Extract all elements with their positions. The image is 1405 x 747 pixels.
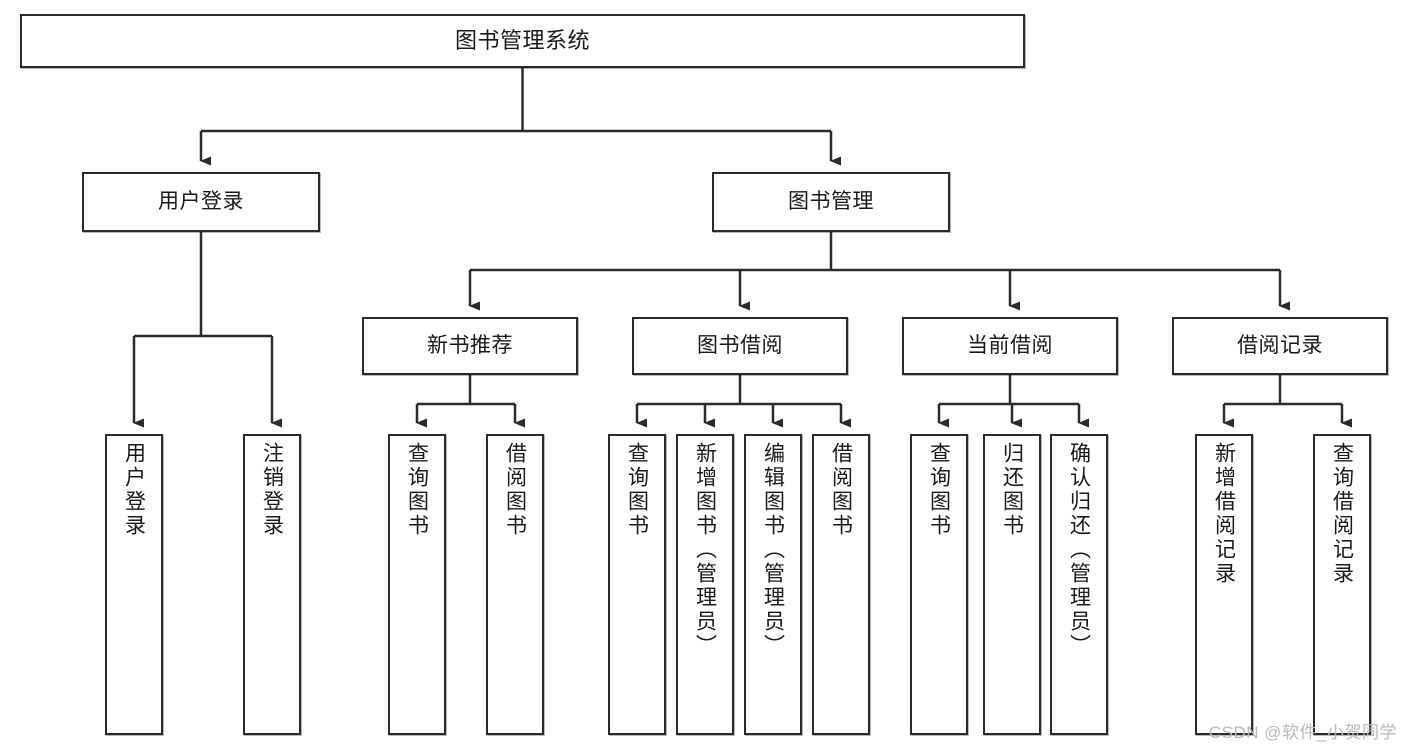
node-current-borrow[interactable]: 当前借阅 bbox=[902, 317, 1118, 375]
node-label: 新增借阅记录 bbox=[1212, 442, 1236, 586]
node-borrow-record[interactable]: 借阅记录 bbox=[1172, 317, 1388, 375]
node-label: 新书推荐 bbox=[427, 333, 513, 357]
node-leaf-query-book-2[interactable]: 查询图书 bbox=[608, 434, 666, 735]
node-label: 确认归还（管理员） bbox=[1067, 442, 1091, 658]
node-label: 查询图书 bbox=[927, 442, 951, 538]
node-leaf-user-login[interactable]: 用户登录 bbox=[105, 434, 163, 735]
node-leaf-return-book[interactable]: 归还图书 bbox=[983, 434, 1041, 735]
node-user-login[interactable]: 用户登录 bbox=[82, 172, 320, 232]
node-label: 新增图书（管理员） bbox=[693, 442, 717, 658]
node-leaf-add-record[interactable]: 新增借阅记录 bbox=[1195, 434, 1253, 735]
node-leaf-borrow-book-2[interactable]: 借阅图书 bbox=[812, 434, 870, 735]
node-book-borrow[interactable]: 图书借阅 bbox=[632, 317, 848, 375]
node-label: 借阅图书 bbox=[829, 442, 853, 538]
node-label: 图书管理 bbox=[788, 189, 874, 213]
node-label: 归还图书 bbox=[1000, 442, 1024, 538]
node-label: 查询图书 bbox=[405, 442, 429, 538]
node-label: 用户登录 bbox=[122, 442, 146, 538]
node-leaf-query-book-3[interactable]: 查询图书 bbox=[910, 434, 968, 735]
node-label: 查询借阅记录 bbox=[1330, 442, 1354, 586]
node-leaf-logout[interactable]: 注销登录 bbox=[243, 434, 301, 735]
node-root[interactable]: 图书管理系统 bbox=[20, 14, 1025, 68]
node-label: 用户登录 bbox=[158, 189, 244, 213]
node-leaf-edit-book[interactable]: 编辑图书（管理员） bbox=[744, 434, 802, 735]
node-label: 当前借阅 bbox=[967, 333, 1053, 357]
csdn-watermark: CSDN @软件_小贺同学 bbox=[1208, 723, 1397, 742]
node-leaf-add-book[interactable]: 新增图书（管理员） bbox=[676, 434, 734, 735]
node-book-manage[interactable]: 图书管理 bbox=[712, 172, 950, 232]
node-new-book-rec[interactable]: 新书推荐 bbox=[362, 317, 578, 375]
node-label: 查询图书 bbox=[625, 442, 649, 538]
node-label: 借阅图书 bbox=[503, 442, 527, 538]
node-label: 编辑图书（管理员） bbox=[761, 442, 785, 658]
node-label: 借阅记录 bbox=[1237, 333, 1323, 357]
node-leaf-borrow-book-1[interactable]: 借阅图书 bbox=[486, 434, 544, 735]
node-label: 注销登录 bbox=[260, 442, 284, 538]
node-leaf-query-book-1[interactable]: 查询图书 bbox=[388, 434, 446, 735]
node-label: 图书管理系统 bbox=[454, 28, 590, 54]
node-leaf-confirm-return[interactable]: 确认归还（管理员） bbox=[1050, 434, 1108, 735]
node-leaf-query-record[interactable]: 查询借阅记录 bbox=[1313, 434, 1371, 735]
node-label: 图书借阅 bbox=[697, 333, 783, 357]
